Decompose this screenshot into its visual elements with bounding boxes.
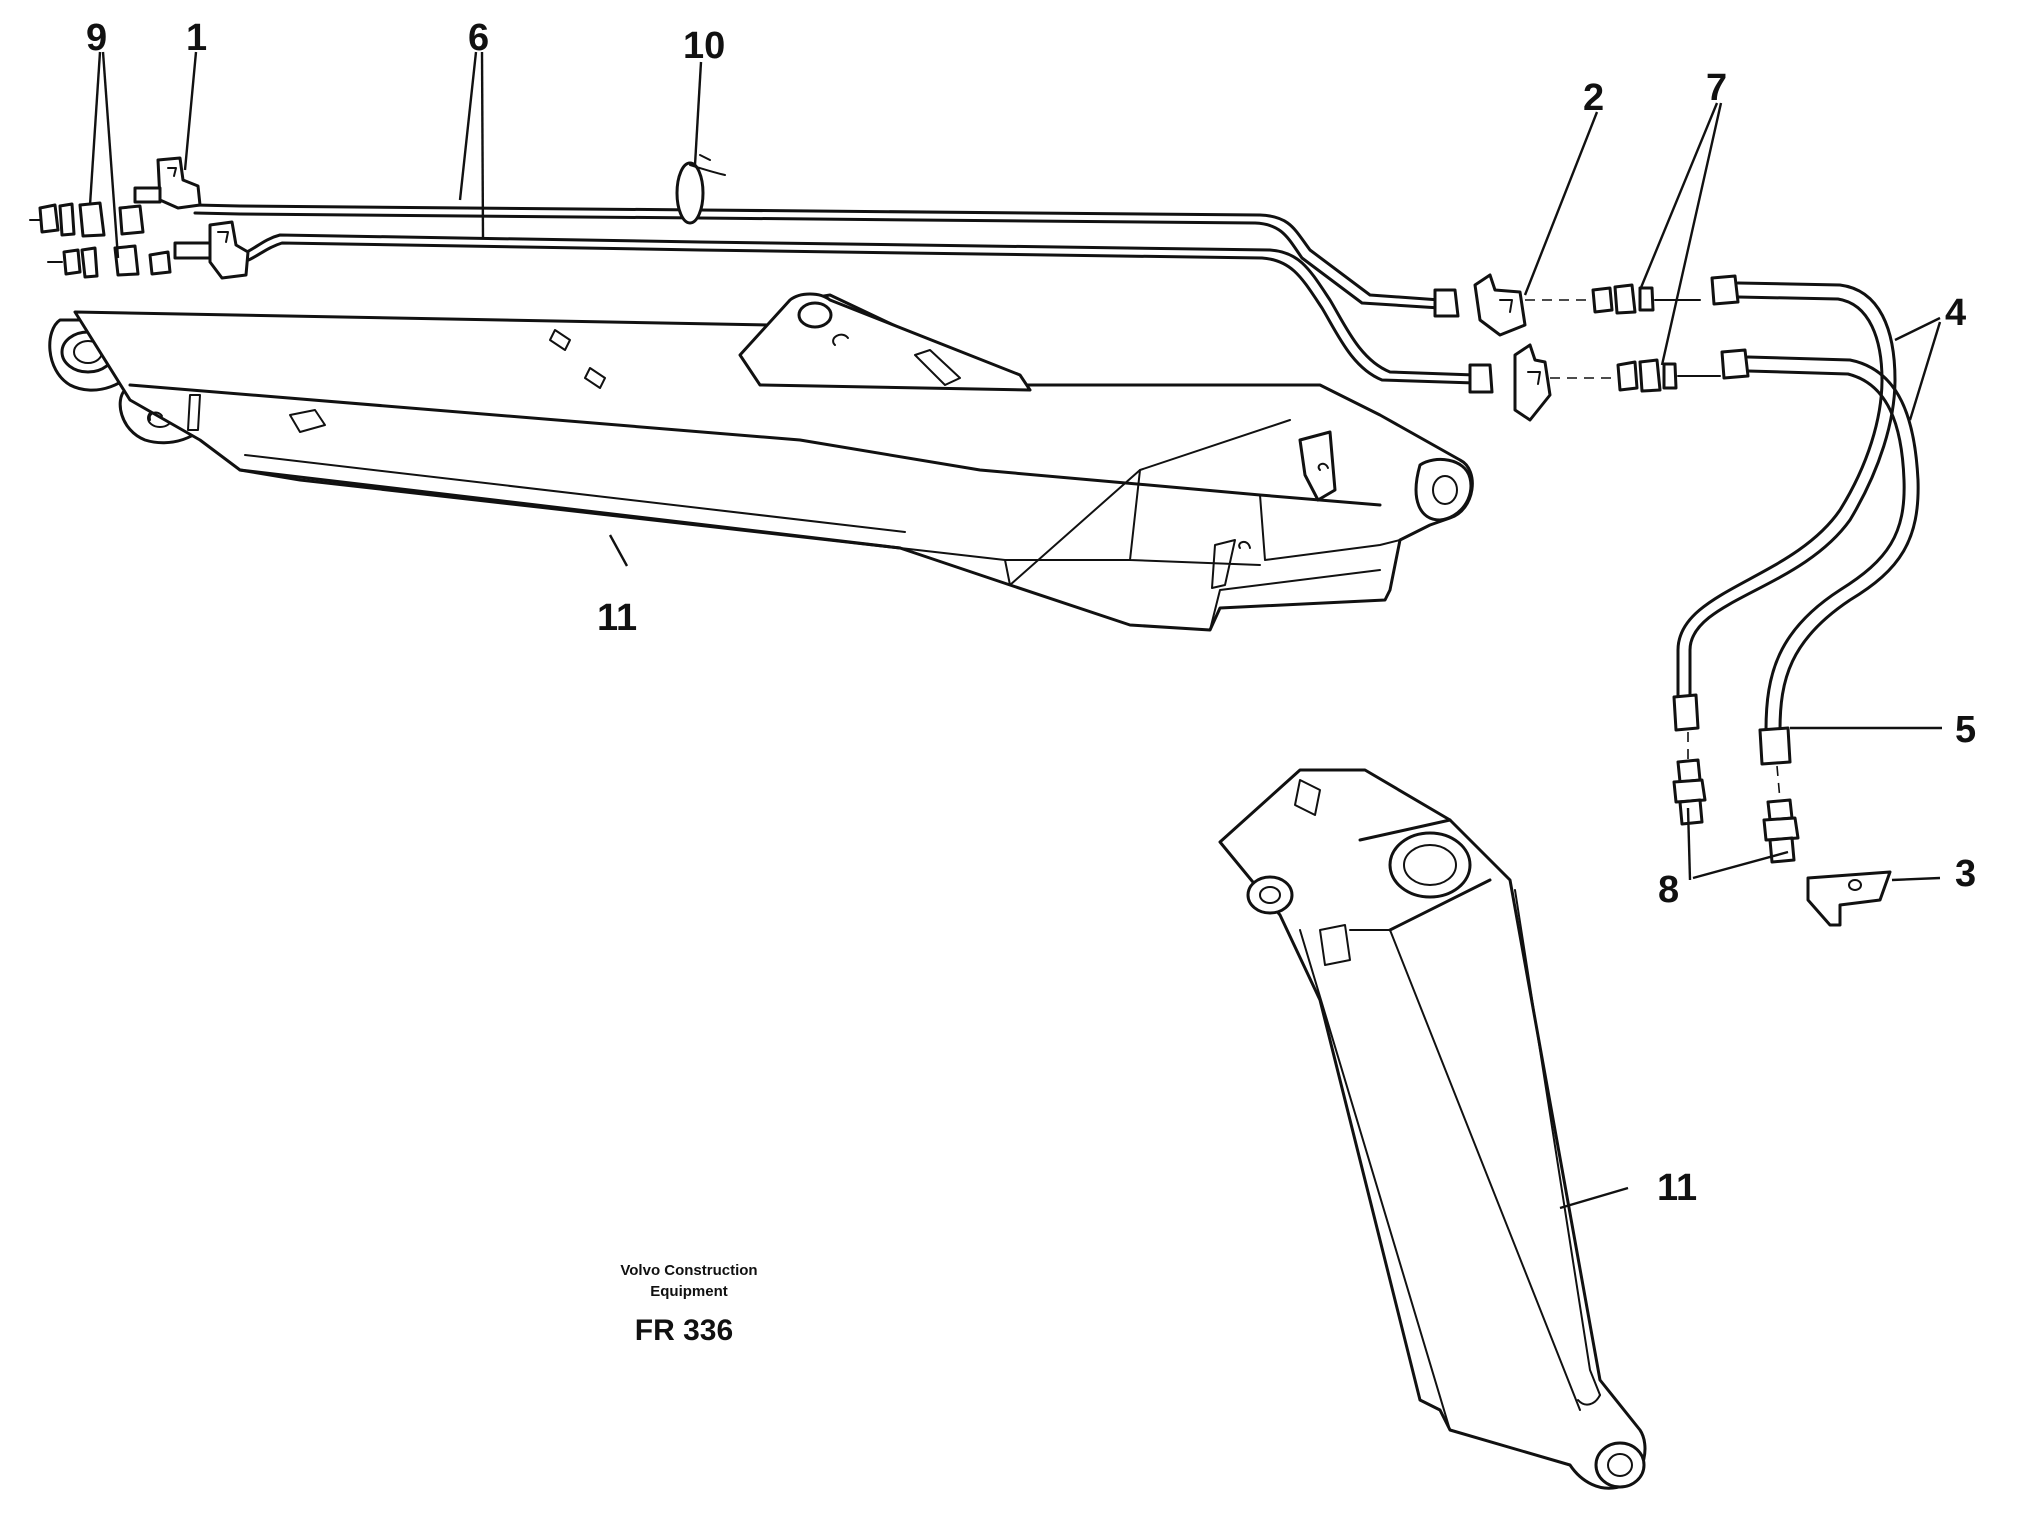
bracket-part-3 bbox=[1806, 870, 1892, 927]
clamp-part-10 bbox=[675, 154, 726, 225]
figure-caption: Volvo Construction Equipment FR 336 bbox=[620, 1262, 757, 1347]
hose-end-part-5 bbox=[1672, 693, 1792, 766]
callout-9: 9 bbox=[86, 17, 107, 59]
callout-3: 3 bbox=[1955, 853, 1976, 895]
callout-4: 4 bbox=[1945, 292, 1966, 334]
leader-lines bbox=[88, 51, 1942, 1210]
callout-5: 5 bbox=[1955, 709, 1976, 751]
bracket-part-1 bbox=[133, 156, 250, 280]
boom-part-11 bbox=[1218, 768, 1647, 1490]
callout-6: 6 bbox=[468, 17, 489, 59]
callout-8: 8 bbox=[1658, 869, 1679, 911]
fittings-part-7 bbox=[1591, 283, 1721, 393]
dipper-arm-part-11 bbox=[48, 292, 1474, 632]
fittings-part-9 bbox=[29, 201, 172, 279]
nipples-part-8 bbox=[1672, 732, 1800, 864]
hydraulic-tubes-part-6 bbox=[193, 203, 1494, 394]
caption-manufacturer-line1: Volvo Construction bbox=[620, 1262, 757, 1279]
caption-manufacturer-line2: Equipment bbox=[650, 1283, 728, 1300]
callout-1: 1 bbox=[186, 17, 207, 59]
hoses-part-4 bbox=[1676, 274, 1920, 732]
callout-2: 2 bbox=[1583, 77, 1604, 119]
callout-11-lower: 11 bbox=[1657, 1167, 1697, 1209]
callout-labels: 9 1 6 10 2 7 4 11 5 8 3 11 bbox=[86, 17, 1976, 1209]
figure-number: FR 336 bbox=[635, 1314, 733, 1347]
callout-11-upper: 11 bbox=[597, 597, 637, 639]
callout-7: 7 bbox=[1706, 67, 1727, 109]
bracket-part-2 bbox=[1473, 273, 1615, 422]
callout-10: 10 bbox=[683, 25, 725, 67]
